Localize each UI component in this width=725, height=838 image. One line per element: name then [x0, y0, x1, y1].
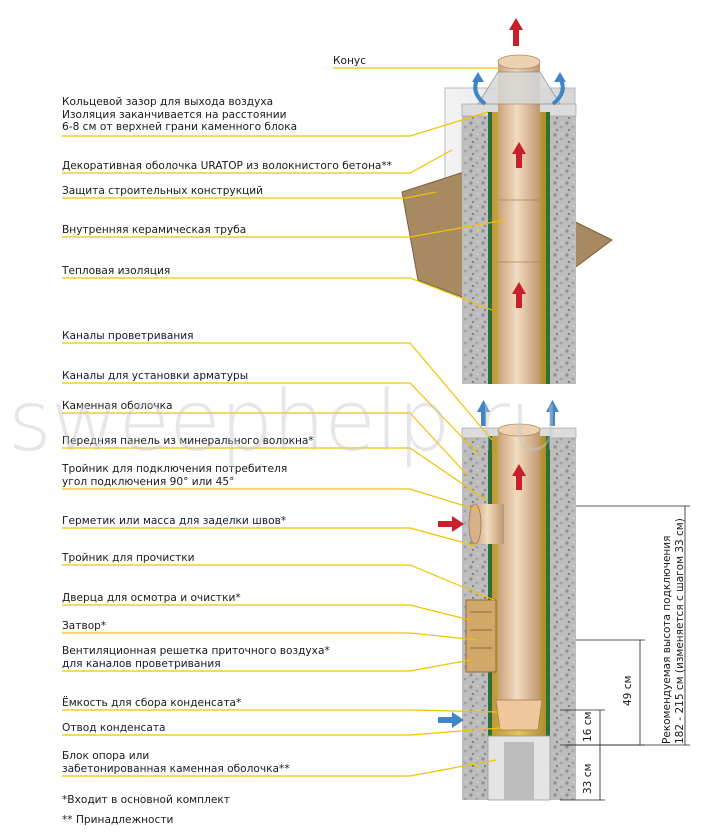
- leader-base: [62, 759, 497, 777]
- dim-recommended-line2: 182 - 215 см (изменяется с шагом 33 см): [674, 518, 686, 744]
- leader-stone: [62, 412, 469, 477]
- leader-grille: [62, 659, 471, 672]
- flue-gas-arrow-mid-icon: [512, 142, 526, 308]
- label-tee-line: угол подключения 90° или 45°: [62, 475, 235, 488]
- label-tank: Ёмкость для сбора конденсата*: [62, 697, 241, 710]
- label-thermal-line: Тепловая изоляция: [62, 265, 171, 277]
- label-shell-line: Декоративная оболочка URATOP из волокнис…: [62, 160, 392, 172]
- dim-recommended-line1: Рекомендуемая высота подключения: [661, 536, 673, 744]
- stone-shell-left: [462, 104, 488, 384]
- leader-damper: [62, 632, 479, 641]
- label-damper: Затвор*: [62, 620, 106, 633]
- label-damper-line: Затвор*: [62, 620, 107, 632]
- leader-tee: [62, 488, 479, 511]
- footnote-included: *Входит в основной комплект: [62, 794, 230, 806]
- stone-shell-lower-right: [550, 428, 576, 800]
- label-cleantee: Тройник для прочистки: [62, 552, 195, 565]
- watermark: sweephelp.ru: [8, 372, 562, 470]
- inspection-door: [465, 599, 497, 673]
- connection-arrow-icon: [438, 516, 464, 532]
- leader-shell: [62, 149, 453, 174]
- label-cleantee-line: Тройник для прочистки: [62, 552, 195, 564]
- leader-tank: [62, 709, 501, 713]
- label-panel: Передняя панель из минерального волокна*: [62, 435, 314, 448]
- label-rebar: Каналы для установки арматуры: [62, 370, 248, 383]
- stone-shell-right: [550, 104, 576, 384]
- label-protect: Защита строительных конструкций: [62, 185, 263, 198]
- label-door: Дверца для осмотра и очистки*: [62, 592, 241, 605]
- label-base-line: Блок опора или: [62, 750, 150, 762]
- label-konus-line: Конус: [333, 55, 367, 67]
- leader-door: [62, 604, 471, 621]
- label-drain-line: Отвод конденсата: [62, 722, 166, 734]
- label-ceramic: Внутренняя керамическая труба: [62, 224, 246, 237]
- vent-arrows-lower-icon: [438, 400, 559, 728]
- label-rebar-line: Каналы для установки арматуры: [62, 370, 249, 382]
- dimension-lines: [560, 505, 690, 801]
- label-stone-line: Каменная оболочка: [62, 400, 173, 412]
- label-vent-line: Каналы проветривания: [62, 330, 194, 342]
- leader-sealant: [62, 527, 477, 547]
- flue-gas-arrow-top-icon: [509, 18, 523, 46]
- label-sealant: Герметик или масса для заделки швов*: [62, 515, 286, 528]
- label-grille-line: Вентиляционная решетка приточного воздух…: [62, 645, 330, 657]
- leader-thermal: [62, 277, 493, 311]
- leader-lines: [62, 67, 506, 777]
- label-door-line: Дверца для осмотра и очистки*: [62, 592, 241, 604]
- label-thermal: Тепловая изоляция: [62, 265, 170, 278]
- ceramic-pipe-upper: [498, 62, 540, 384]
- dim-33: 33 см: [582, 764, 594, 794]
- label-gap-line: 6-8 см от верхней грани каменного блока: [62, 121, 298, 133]
- label-gap-line: Кольцевой зазор для выхода воздуха: [62, 96, 274, 108]
- upper-chimney: [401, 18, 613, 384]
- label-vent: Каналы проветривания: [62, 330, 194, 343]
- label-grille: Вентиляционная решетка приточного воздух…: [62, 645, 330, 670]
- label-protect-line: Защита строительных конструкций: [62, 185, 264, 197]
- leader-rebar: [62, 382, 481, 457]
- cone: [477, 71, 561, 105]
- label-drain: Отвод конденсата: [62, 722, 165, 735]
- label-sealant-line: Герметик или масса для заделки швов*: [62, 515, 287, 527]
- footnote-accessories: ** Принадлежности: [62, 814, 174, 826]
- leader-panel: [62, 447, 487, 501]
- leader-protect: [62, 191, 437, 199]
- label-shell: Декоративная оболочка URATOP из волокнис…: [62, 160, 392, 173]
- leader-cleantee: [62, 564, 495, 601]
- label-konus: Конус: [333, 55, 366, 68]
- leader-drain: [62, 727, 501, 736]
- label-tee-line: Тройник для подключения потребителя: [62, 463, 288, 475]
- label-gap-line: Изоляция заканчивается на расстоянии: [62, 108, 287, 121]
- leader-gap: [62, 111, 489, 137]
- label-tank-line: Ёмкость для сбора конденсата*: [62, 697, 242, 709]
- leader-vent: [62, 342, 493, 441]
- label-base-line: забетонированная каменная оболочка**: [62, 762, 290, 775]
- label-stone: Каменная оболочка: [62, 400, 173, 413]
- dim-49: 49 см: [622, 676, 634, 706]
- condensate-tank: [495, 699, 543, 731]
- lower-chimney: [438, 400, 577, 801]
- dim-16: 16 см: [582, 712, 594, 742]
- label-panel-line: Передняя панель из минерального волокна*: [62, 435, 314, 447]
- label-ceramic-line: Внутренняя керамическая труба: [62, 224, 247, 236]
- leader-ceramic: [62, 219, 506, 238]
- flue-gas-arrow-lower-icon: [512, 464, 526, 490]
- label-grille-line: для каналов проветривания: [62, 657, 221, 670]
